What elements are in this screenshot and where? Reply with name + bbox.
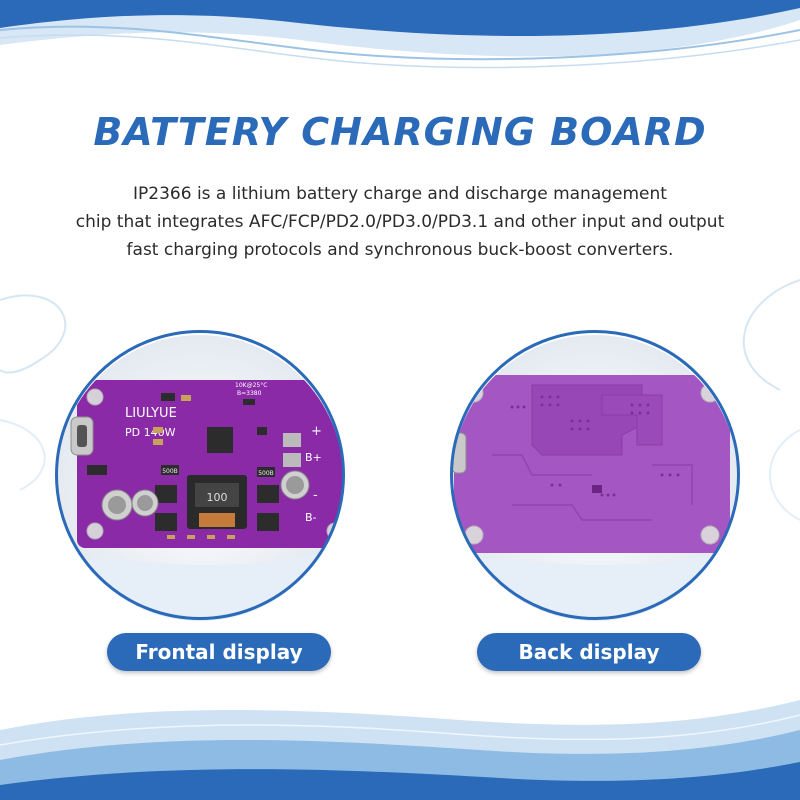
description-line-2: chip that integrates AFC/FCP/PD2.0/PD3.0… bbox=[75, 212, 725, 232]
terminal-minus: - bbox=[313, 488, 318, 503]
description-line-1: IP2366 is a lithium battery charge and d… bbox=[133, 184, 667, 204]
back-display-label: Back display bbox=[477, 633, 701, 671]
front-board-photo: LIULYUE PD 140W 10K@25°C B=3380 + B+ B- … bbox=[57, 335, 343, 621]
board-ntc-b: B=3380 bbox=[237, 390, 262, 397]
terminal-b-minus: B- bbox=[305, 511, 317, 524]
terminal-b-plus: B+ bbox=[305, 451, 322, 464]
back-board-photo bbox=[452, 335, 738, 621]
product-description: IP2366 is a lithium battery charge and d… bbox=[40, 180, 760, 264]
board-model: PD 140W bbox=[125, 426, 176, 439]
cap-label-1: 500B bbox=[162, 468, 178, 475]
description-line-3: fast charging protocols and synchronous … bbox=[126, 240, 674, 260]
terminal-plus: + bbox=[311, 424, 322, 439]
board-ntc: 10K@25°C bbox=[235, 382, 267, 389]
frontal-display-label: Frontal display bbox=[107, 633, 331, 671]
inductor-label: 100 bbox=[207, 491, 228, 504]
board-brand: LIULYUE bbox=[125, 406, 177, 421]
cap-label-2: 500B bbox=[258, 470, 274, 477]
page-title: BATTERY CHARGING BOARD bbox=[93, 110, 707, 154]
main-ic bbox=[207, 427, 233, 453]
